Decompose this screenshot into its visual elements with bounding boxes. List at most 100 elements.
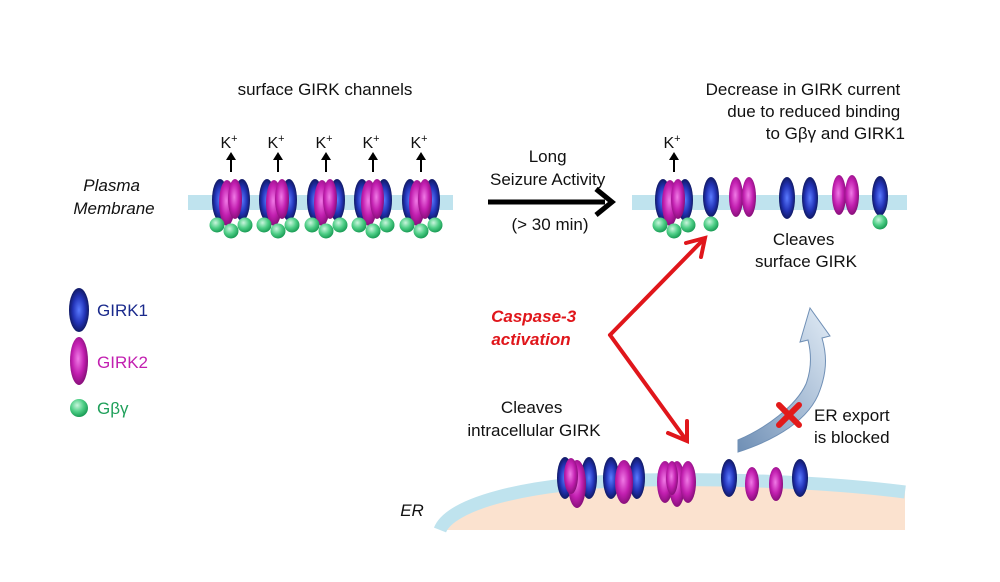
girk-channel: K+	[304, 133, 348, 239]
gbg-subunit	[223, 223, 239, 239]
er-export-line2: is blocked	[814, 428, 890, 447]
gbg-subunit	[318, 223, 334, 239]
gbg-subunit	[399, 217, 415, 233]
k-ion-label: K+	[410, 133, 427, 152]
girk2-subunit	[323, 179, 337, 219]
girk2-subunit	[666, 461, 678, 495]
girk2-subunit	[845, 175, 859, 215]
long-seizure-label: Long Seizure Activity (> 30 min)	[490, 147, 610, 234]
gbg-subunit	[284, 217, 300, 233]
gbg-subunit	[703, 216, 719, 232]
cleaves-intra-line1: Cleaves	[501, 398, 562, 417]
caspase-arrow-up-head	[684, 235, 708, 259]
girk2-subunit	[671, 179, 685, 219]
caspase-arrows	[608, 235, 708, 445]
girk1-subunit	[603, 457, 619, 499]
seizure-arrow-head	[594, 187, 616, 217]
girk2-subunit	[729, 177, 743, 217]
gbg-subunit	[332, 217, 348, 233]
decrease-line1: Decrease in GIRK current	[706, 80, 901, 99]
decrease-line2: due to reduced binding	[727, 102, 900, 121]
girk2-subunit	[615, 460, 633, 504]
gbg-subunit	[351, 217, 367, 233]
cleaves-intra-label: Cleaves intracellular GIRK	[467, 398, 601, 440]
girk2-subunit	[742, 177, 756, 217]
legend: GIRK1 GIRK2 Gβγ	[69, 288, 148, 418]
girk1-subunit	[802, 177, 818, 219]
legend-gbg-label: Gβγ	[97, 399, 129, 418]
er-channels	[557, 457, 808, 508]
girk1-subunit	[779, 177, 795, 219]
girk-channel: K+	[351, 133, 395, 239]
surface-channels-cleaved: K+	[652, 133, 888, 239]
k-ion-label: K+	[220, 133, 237, 152]
caspase-line1: Caspase-3	[491, 307, 577, 326]
gbg-subunit	[413, 223, 429, 239]
girk2-subunit	[564, 458, 578, 494]
k-ion-label: K+	[315, 133, 332, 152]
girk-channel: K+	[209, 133, 253, 239]
cleaves-intra-line2: intracellular GIRK	[467, 421, 601, 440]
gbg-subunit	[427, 217, 443, 233]
girk2-subunit	[769, 467, 783, 501]
caspase-label: Caspase-3 activation	[491, 307, 581, 349]
girk1-subunit	[703, 177, 719, 217]
surface-channels-label: surface GIRK channels	[238, 80, 413, 99]
gbg-subunit	[270, 223, 286, 239]
plasma-membrane-label: Plasma Membrane	[73, 176, 154, 218]
girk2-subunit	[418, 179, 432, 219]
long-line2: Seizure Activity	[490, 170, 606, 189]
legend-girk2-swatch	[70, 337, 88, 385]
girk2-subunit	[370, 179, 384, 219]
girk2-subunit	[832, 175, 846, 215]
caspase-arrow-down	[608, 333, 686, 439]
k-efflux-arrow-head	[226, 152, 236, 160]
girk-channel: K+	[399, 133, 443, 239]
girk-channel: K+	[652, 133, 696, 239]
cleaves-surface-line1: Cleaves	[773, 230, 834, 249]
gbg-subunit	[304, 217, 320, 233]
girk-channel: K+	[256, 133, 300, 239]
k-ion-label: K+	[663, 133, 680, 152]
gbg-subunit	[680, 217, 696, 233]
long-line3: (> 30 min)	[512, 215, 589, 234]
girk1-subunit	[629, 457, 645, 499]
k-efflux-arrow-head	[669, 152, 679, 160]
k-ion-label: K+	[267, 133, 284, 152]
gbg-subunit	[379, 217, 395, 233]
girk1-subunit	[792, 459, 808, 497]
cleaves-surface-label: Cleaves surface GIRK	[755, 230, 858, 271]
girk2-subunit	[745, 467, 759, 501]
plasma-membrane-line1: Plasma	[83, 176, 140, 195]
girk2-subunit	[228, 179, 242, 219]
gbg-subunit	[652, 217, 668, 233]
gbg-subunit	[666, 223, 682, 239]
k-efflux-arrow-head	[416, 152, 426, 160]
cleaves-surface-line2: surface GIRK	[755, 252, 858, 271]
caspase-arrow-up	[608, 239, 704, 337]
surface-channels-intact: K+ K+ K+ K+ K+	[209, 133, 443, 239]
legend-girk2-label: GIRK2	[97, 353, 148, 372]
caspase-arrow-down-head	[666, 419, 689, 445]
k-ion-label: K+	[362, 133, 379, 152]
girk2-subunit	[680, 461, 696, 503]
k-efflux-arrow-head	[321, 152, 331, 160]
legend-gbg-swatch	[70, 399, 88, 417]
girk1-subunit	[872, 176, 888, 216]
caspase-line2: activation	[491, 330, 570, 349]
gbg-subunit	[256, 217, 272, 233]
gbg-subunit	[209, 217, 225, 233]
k-efflux-arrow-head	[368, 152, 378, 160]
decrease-line3: to Gβγ and GIRK1	[766, 124, 905, 143]
k-efflux-arrow-head	[273, 152, 283, 160]
er-export-label: ER export is blocked	[814, 406, 894, 447]
legend-girk1-swatch	[69, 288, 89, 332]
er-label: ER	[400, 501, 424, 520]
gbg-subunit	[872, 214, 888, 230]
plasma-membrane-line2: Membrane	[73, 199, 154, 218]
er-export-line1: ER export	[814, 406, 890, 425]
long-line1: Long	[529, 147, 567, 166]
gbg-subunit	[237, 217, 253, 233]
girk2-subunit	[275, 179, 289, 219]
